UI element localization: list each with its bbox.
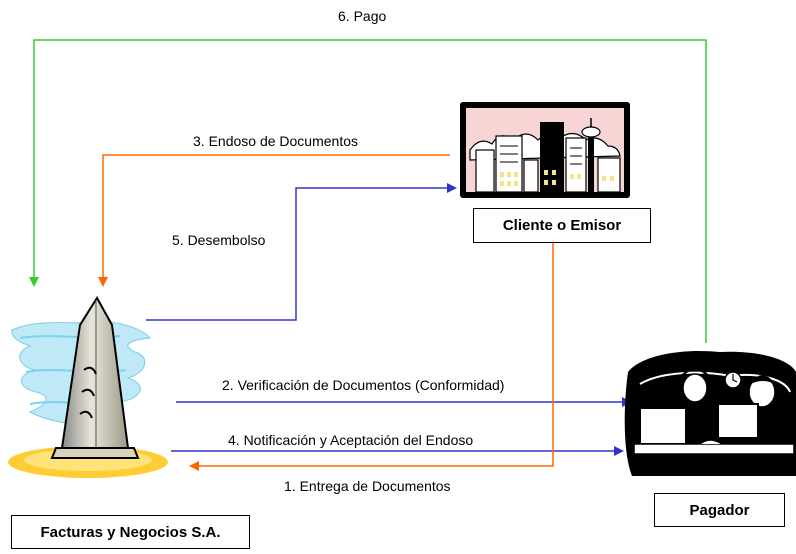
factoring-company-label: Facturas y Negocios S.A. (40, 523, 221, 541)
flow-arrow-endoso (98, 154, 450, 287)
client-box: Cliente o Emisor (473, 208, 651, 243)
flow-arrow-pago (29, 39, 707, 343)
flow-label-entrega: 1. Entrega de Documentos (284, 478, 451, 494)
payer-label: Pagador (689, 501, 750, 519)
flow-arrow-entrega (189, 243, 554, 471)
obelisk-clipart-icon (8, 296, 168, 478)
office-meeting-clipart-icon (624, 350, 796, 476)
flow-label-notificacion: 4. Notificación y Aceptación del Endoso (228, 432, 473, 448)
client-label: Cliente o Emisor (502, 217, 622, 234)
factoring-company-box: Facturas y Negocios S.A. (11, 515, 250, 549)
flow-label-endoso: 3. Endoso de Documentos (193, 133, 358, 149)
flow-label-verificacion: 2. Verificación de Documentos (Conformid… (222, 377, 504, 393)
city-skyline-clipart-icon (460, 102, 630, 198)
flow-label-pago: 6. Pago (338, 8, 386, 24)
flow-label-desembolso: 5. Desembolso (172, 232, 266, 248)
flow-arrow-desembolso (146, 183, 457, 321)
payer-box: Pagador (654, 493, 785, 527)
